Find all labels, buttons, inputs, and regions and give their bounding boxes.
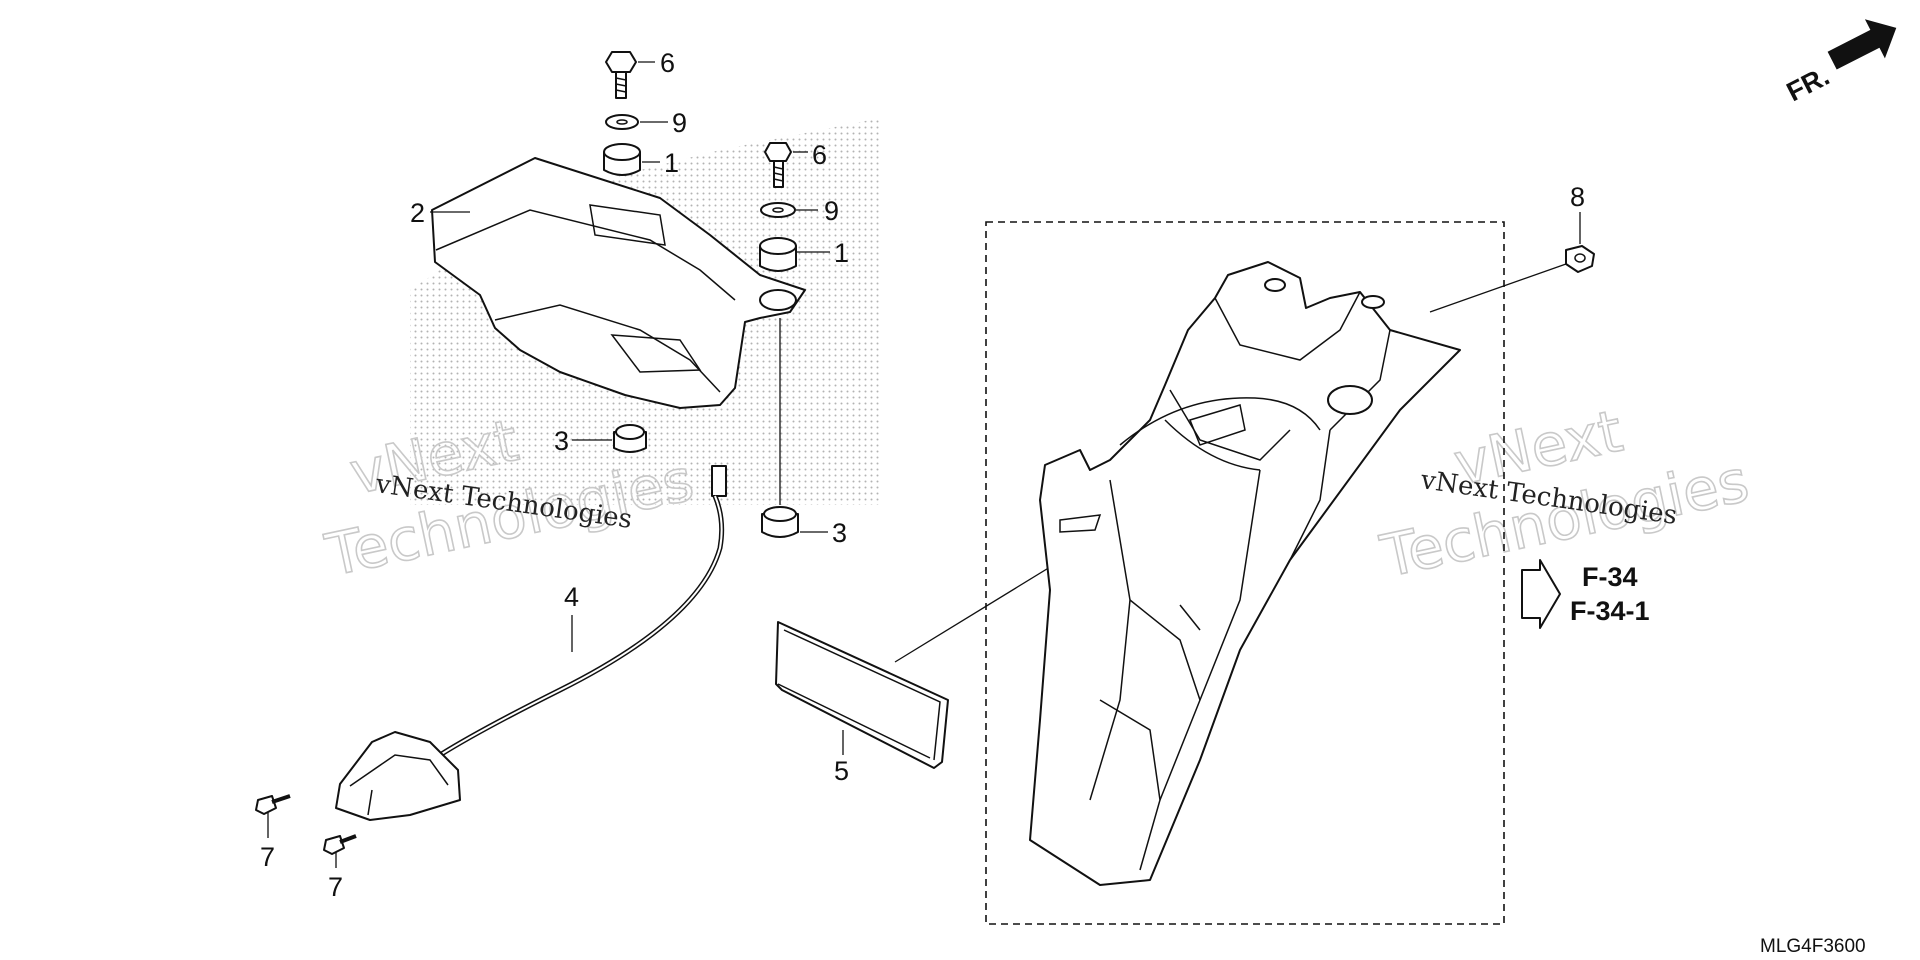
fender-assembly-box (985, 221, 1505, 925)
callout-2: 2 (410, 198, 425, 228)
washer-9-right (760, 202, 796, 218)
grommet-1-left (603, 143, 641, 176)
callout-9-right: 9 (824, 196, 839, 226)
screw-7-left (255, 794, 291, 815)
reference-f34: F-34 (1582, 562, 1638, 592)
grommet-1-right (759, 237, 797, 272)
callout-6-top: 6 (660, 48, 675, 78)
collar-3-right (761, 506, 799, 538)
reflector-5 (775, 621, 949, 769)
rear-fender (1029, 261, 1461, 886)
callout-7-right: 7 (328, 872, 343, 902)
callout-1-right: 1 (834, 238, 849, 268)
diagram-code: MLG4F3600 (1760, 936, 1866, 957)
nut-8 (1565, 245, 1595, 273)
front-direction-label: FR. (1782, 61, 1834, 107)
callout-3-left: 3 (554, 426, 569, 456)
license-light-harness (335, 465, 727, 821)
callout-3-right: 3 (832, 518, 847, 548)
reference-f34-1: F-34-1 (1570, 596, 1650, 626)
leader-lines (267, 61, 1581, 868)
callout-7-left: 7 (260, 842, 275, 872)
tail-lamp-assembly (431, 157, 806, 409)
callout-4: 4 (564, 582, 579, 612)
callout-1-top: 1 (664, 148, 679, 178)
bolt-6-left (605, 51, 637, 99)
screw-7-right (323, 834, 357, 855)
front-direction-arrow-icon (1827, 19, 1897, 70)
reference-arrow-icon (1521, 559, 1561, 629)
callout-5: 5 (834, 756, 849, 786)
collar-3-left (613, 424, 647, 453)
callout-9-top: 9 (672, 108, 687, 138)
washer-9-left (605, 114, 639, 130)
callout-8: 8 (1570, 182, 1585, 212)
callout-6-right: 6 (812, 140, 827, 170)
bolt-6-right (764, 142, 792, 188)
watermark-right: vNext Technologies (1374, 396, 1755, 592)
